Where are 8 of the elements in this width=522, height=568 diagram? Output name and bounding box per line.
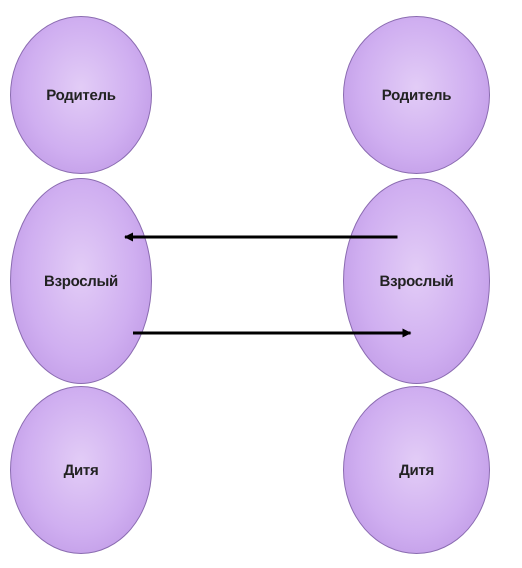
node-label: Родитель <box>382 86 452 104</box>
arrow <box>133 328 412 338</box>
node-label: Взрослый <box>44 272 118 290</box>
node-label: Родитель <box>46 86 116 104</box>
node-label: Дитя <box>399 462 434 478</box>
node-label: Дитя <box>64 462 98 478</box>
arrow <box>124 232 398 242</box>
node-label: Взрослый <box>380 272 454 290</box>
